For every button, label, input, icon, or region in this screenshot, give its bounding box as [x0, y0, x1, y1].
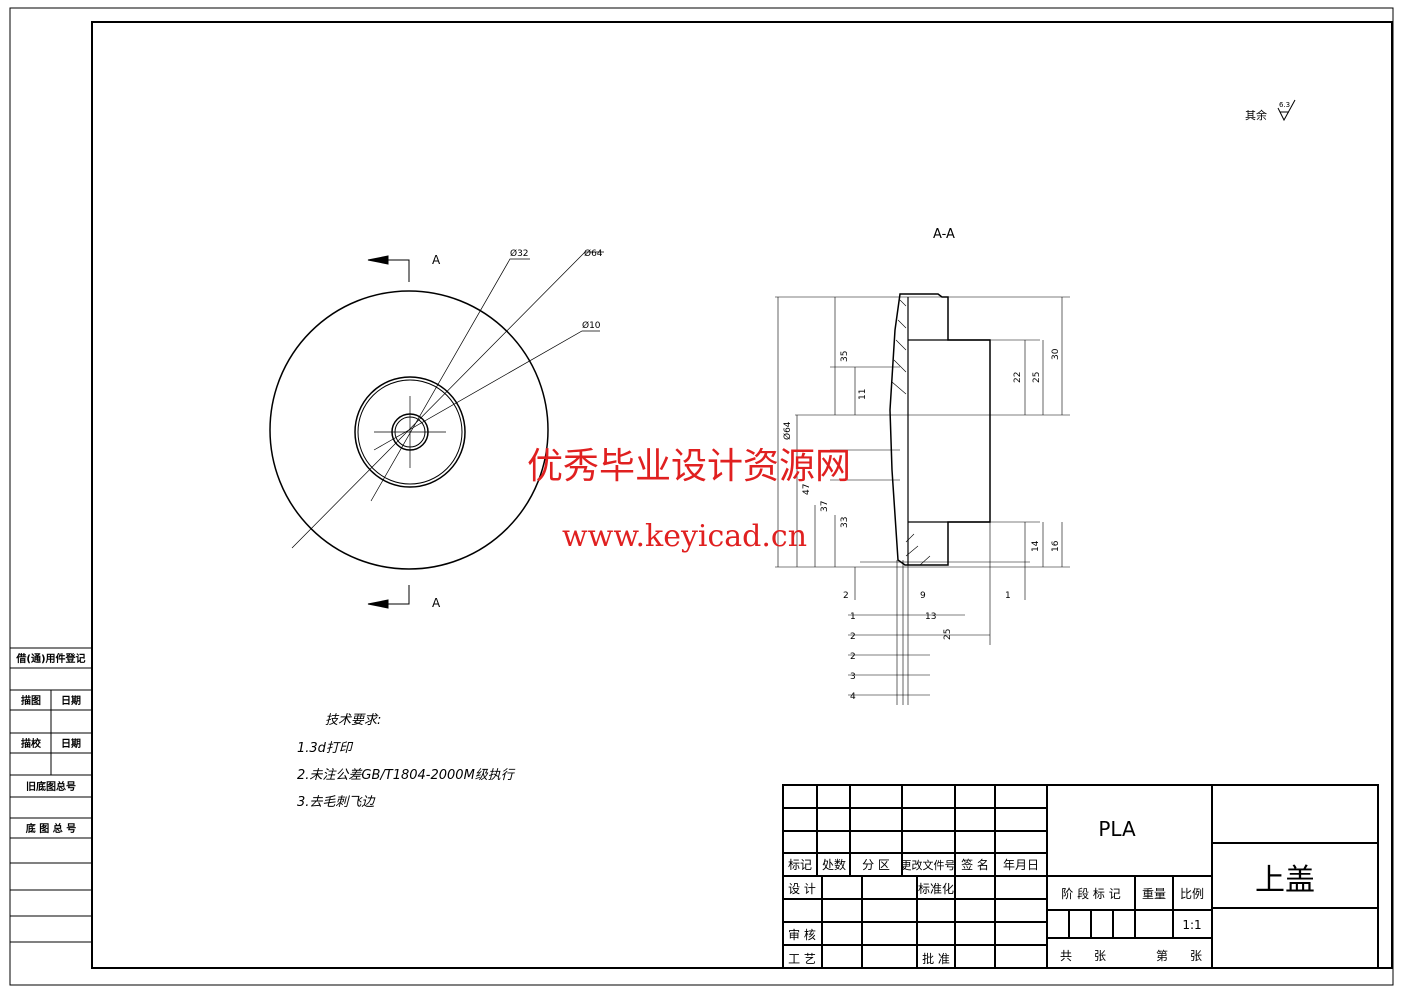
- header-zone: 分 区: [862, 858, 890, 872]
- section-mark-top: A: [432, 253, 441, 267]
- dim-2-stack: 2: [850, 652, 856, 662]
- part-name: 上盖: [1255, 863, 1315, 898]
- dim-9: 9: [920, 591, 926, 601]
- tech-req-item: 2.未注公差GB/T1804-2000M级执行: [297, 768, 516, 783]
- dim-11: 11: [858, 389, 868, 400]
- outer-border: [9, 7, 1394, 986]
- section-title: A-A: [933, 227, 955, 242]
- dim-4-stack: 4: [850, 692, 856, 702]
- dim-2-stack: 2: [850, 632, 856, 642]
- dim-2: 2: [843, 591, 849, 601]
- scale-value: 1:1: [1182, 918, 1201, 932]
- registration-header: 借(通)用件登记: [15, 652, 85, 665]
- watermark-title: 优秀毕业设计资源网: [527, 446, 851, 487]
- dim-33: 33: [840, 517, 850, 528]
- surface-finish-label: 其余: [1245, 108, 1267, 122]
- dim-d32: Ø32: [510, 248, 529, 259]
- nth-label: 第: [1156, 949, 1168, 963]
- section-mark-bottom: A: [432, 596, 441, 610]
- material: PLA: [1098, 817, 1136, 841]
- draw-label: 描图: [21, 694, 41, 707]
- header-change-doc: 更改文件号: [901, 858, 956, 872]
- dim-47: 47: [802, 484, 812, 495]
- watermark-url: www.keyicad.cn: [562, 519, 807, 554]
- base-number-label: 底 图 总 号: [26, 822, 76, 835]
- check-label: 描校: [21, 737, 42, 750]
- roughness-symbol-icon: [1277, 99, 1296, 122]
- sheets-label: 张: [1190, 949, 1202, 963]
- approve-label: 批 准: [922, 951, 950, 966]
- total-label: 共: [1060, 949, 1072, 963]
- dim-25-horizontal: 25: [943, 629, 953, 640]
- roughness-value: 6.3: [1279, 101, 1290, 109]
- dim-3-stack: 3: [850, 672, 856, 682]
- dim-35: 35: [840, 351, 850, 362]
- dim-14: 14: [1031, 540, 1041, 552]
- sheets-label: 张: [1094, 949, 1106, 963]
- header-mark: 标记: [788, 858, 812, 872]
- dim-16: 16: [1051, 540, 1061, 552]
- dim-37: 37: [820, 501, 830, 512]
- title-block: [782, 784, 1379, 969]
- dim-22: 22: [1013, 372, 1023, 383]
- left-registration-column: [10, 647, 92, 943]
- scale-label: 比例: [1180, 887, 1204, 901]
- standardization-label: 标准化: [918, 882, 954, 896]
- dim-13: 13: [925, 612, 936, 622]
- tech-req-item: 1.3d打印: [297, 741, 354, 756]
- front-view: [269, 251, 604, 609]
- dim-1: 1: [1005, 591, 1011, 601]
- weight-label: 重量: [1142, 887, 1166, 901]
- tech-req-item: 3.去毛刺飞边: [297, 795, 376, 810]
- design-label: 设 计: [788, 882, 816, 896]
- dim-25: 25: [1032, 372, 1042, 383]
- dim-d64-vertical: Ø64: [782, 421, 793, 440]
- section-view: [775, 293, 1070, 705]
- dim-d64: Ø64: [584, 248, 603, 259]
- process-label: 工 艺: [788, 952, 816, 966]
- date-label: 日期: [61, 737, 81, 750]
- dim-1-stack: 1: [850, 612, 856, 622]
- date-label: 日期: [61, 694, 81, 707]
- stage-mark-label: 阶 段 标 记: [1061, 886, 1120, 901]
- tech-req-title: 技术要求:: [325, 713, 381, 728]
- drawing-frame: [91, 21, 1393, 969]
- header-date: 年月日: [1003, 858, 1039, 872]
- dim-d10: Ø10: [582, 320, 601, 331]
- header-signature: 签 名: [961, 857, 989, 872]
- dim-30: 30: [1051, 348, 1061, 360]
- header-count: 处数: [822, 857, 846, 872]
- review-label: 审 核: [788, 927, 816, 942]
- old-base-number-label: 旧底图总号: [26, 780, 76, 793]
